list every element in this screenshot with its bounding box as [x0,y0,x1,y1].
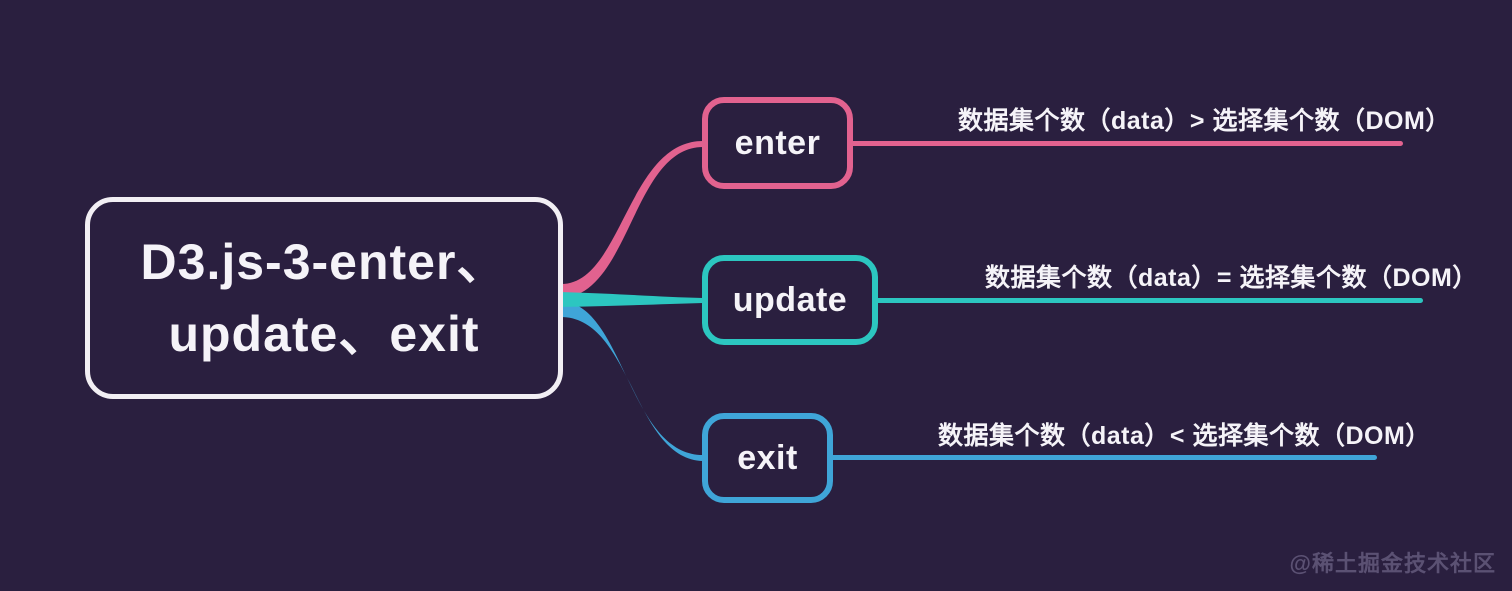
root-topic-node: D3.js-3-enter、 update、exit [85,197,563,399]
update-branch-description: 数据集个数（data）= 选择集个数（DOM） [985,264,1478,292]
update-branch-underline [875,298,1423,303]
exit-branch-underline [830,455,1377,460]
topic-label-enter: enter [734,123,821,162]
topic-label-exit: exit [737,438,798,477]
topic-node-enter: enter [702,97,853,189]
topic-label-update: update [732,280,848,319]
enter-connector-curve [560,141,703,298]
exit-branch-description: 数据集个数（data）< 选择集个数（DOM） [938,422,1431,450]
topic-node-update: update [702,255,878,345]
update-connector-curve [560,292,703,307]
enter-branch-underline [850,141,1403,146]
topic-node-exit: exit [702,413,833,503]
enter-branch-description: 数据集个数（data）> 选择集个数（DOM） [958,107,1451,135]
exit-connector-curve [560,301,703,461]
juejin-watermark: @稀土掘金技术社区 [1289,551,1496,576]
root-topic-title: D3.js-3-enter、 update、exit [140,233,508,363]
